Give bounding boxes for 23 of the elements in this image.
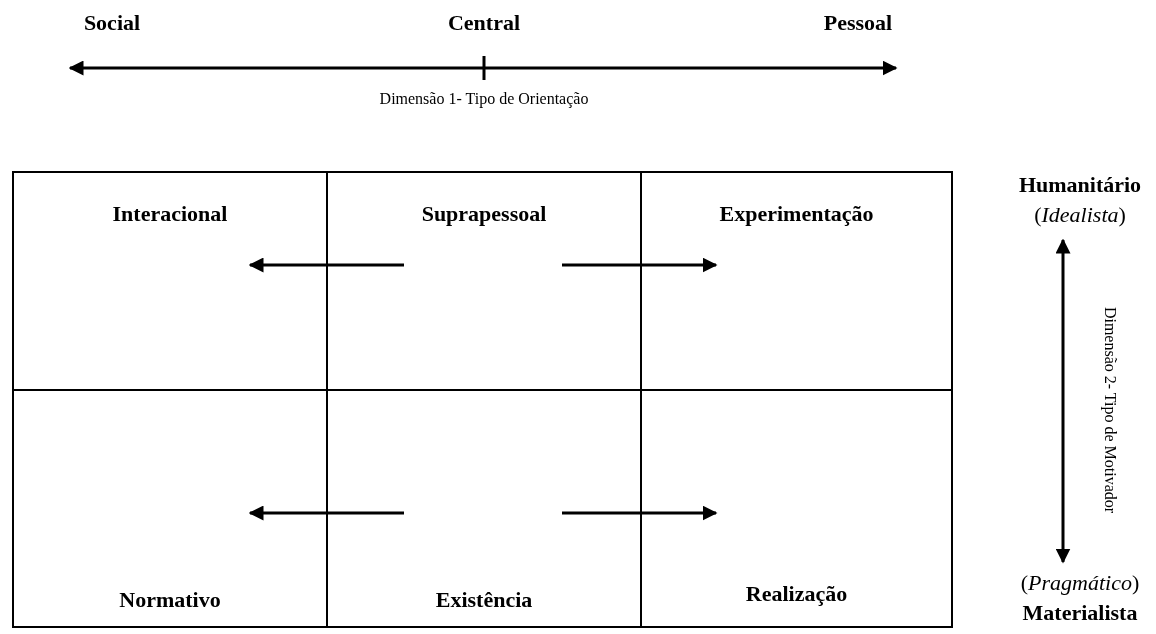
axis-label: (Idealista)	[1034, 202, 1126, 228]
axis-title: Dimensão 1- Tipo de Orientação	[379, 90, 589, 108]
arrow	[562, 257, 718, 273]
axis-label: (Pragmático)	[1020, 570, 1140, 596]
quadrant-cell	[12, 389, 328, 628]
axis-label: Materialista	[1022, 600, 1138, 626]
quadrant-title: Interacional	[111, 201, 229, 227]
axis-label: Central	[447, 10, 521, 36]
quadrant-cell	[640, 389, 953, 628]
axis-label: Humanitário	[1018, 172, 1142, 198]
axis-label: Social	[83, 10, 141, 36]
arrow	[248, 505, 404, 521]
quadrant-cell	[640, 171, 953, 391]
axis-label: Pessoal	[823, 10, 893, 36]
arrow	[248, 257, 404, 273]
quadrant-title: Existência	[434, 587, 534, 613]
quadrant-title: Suprapessoal	[420, 201, 548, 227]
quadrant-cell	[12, 171, 328, 391]
quadrant-title: Experimentação	[718, 201, 875, 227]
arrow	[562, 505, 718, 521]
axis-title: Dimensão 2- Tipo de Motivador	[1101, 306, 1119, 514]
quadrant-title: Realização	[744, 581, 849, 607]
quadrant-title: Normativo	[118, 587, 222, 613]
